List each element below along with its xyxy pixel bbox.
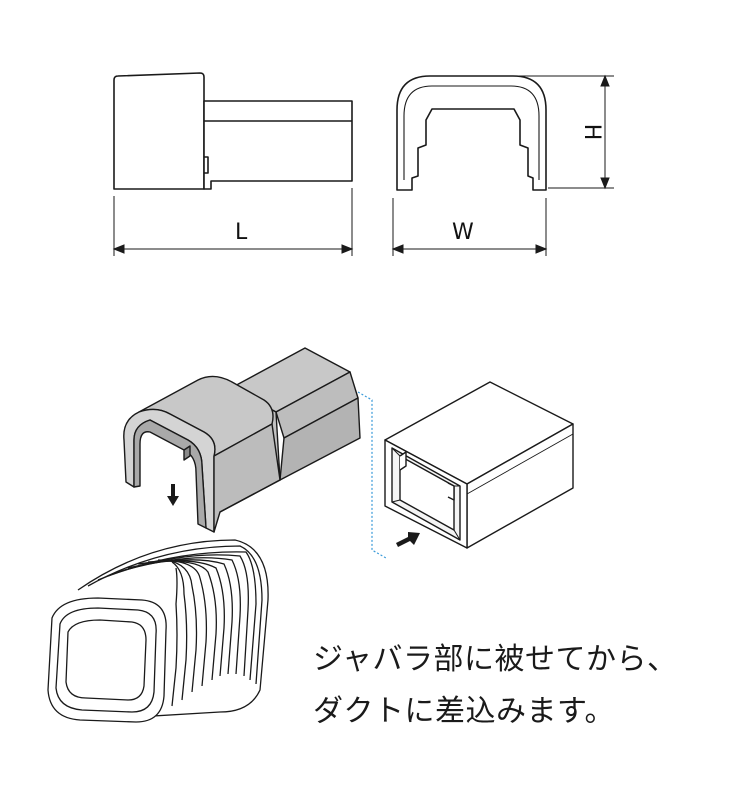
alignment-guide-line — [357, 391, 387, 559]
length-label: L — [235, 220, 248, 245]
bellows-hose — [47, 539, 269, 723]
wiring-duct — [384, 381, 574, 549]
height-label: H — [579, 124, 604, 141]
insert-direction-arrow — [396, 532, 420, 547]
width-label: W — [452, 220, 474, 245]
side-view — [113, 72, 353, 190]
insert-down-arrow — [167, 484, 179, 506]
height-dimension — [513, 74, 614, 190]
length-dimension — [112, 188, 354, 256]
instruction-caption-line-2: ダクトに差込みます。 — [313, 694, 615, 729]
instruction-caption-line-1: ジャバラ部に被せてから、 — [313, 642, 678, 677]
front-view — [396, 75, 547, 191]
connector-illustration — [123, 347, 361, 533]
width-dimension — [391, 198, 548, 256]
